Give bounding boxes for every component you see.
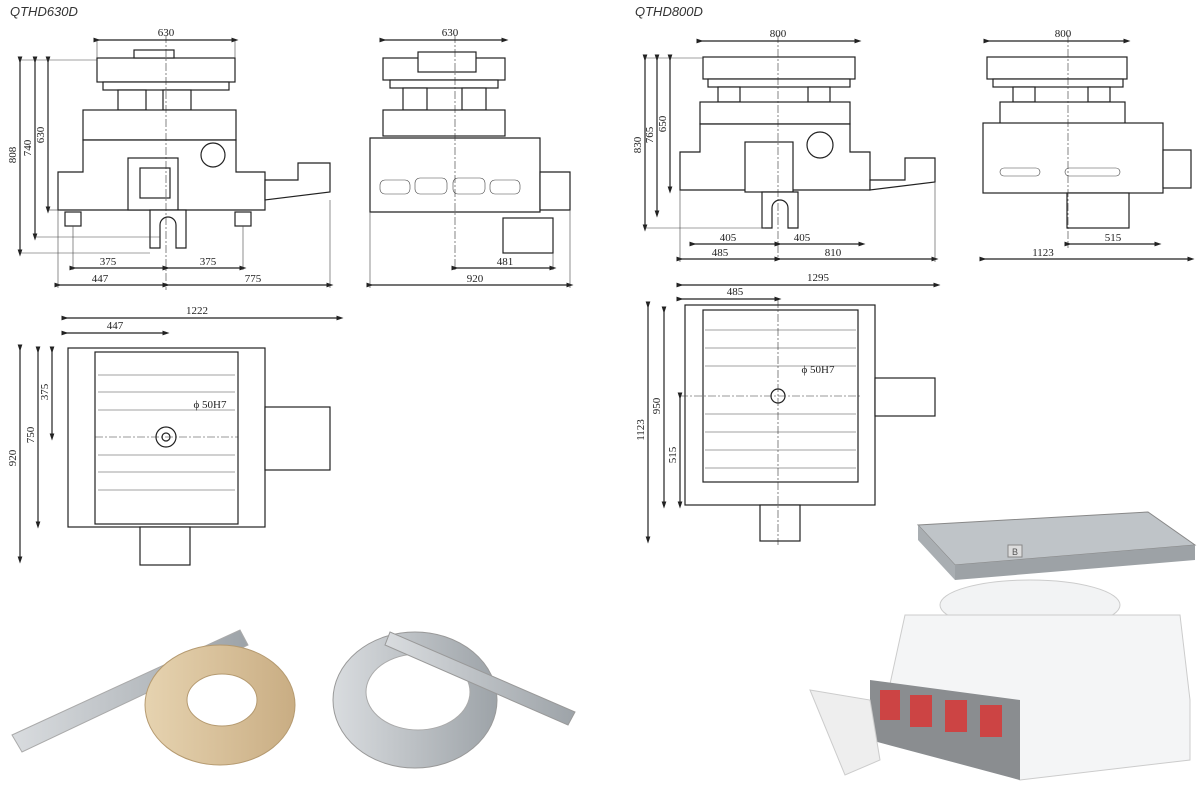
dim-base-left: 447 [92, 273, 109, 285]
dim-overall-depth: 920 [7, 449, 19, 466]
dim-table-width: 800 [770, 28, 787, 40]
dim-rail-right: 405 [794, 232, 811, 244]
dim-table-width: 630 [158, 27, 175, 39]
plan-view-630: 1222 447 920 750 375 ϕ 50H7 [7, 305, 344, 566]
side-view-800: 800 515 1123 [979, 28, 1195, 262]
dim-height-low: 650 [657, 115, 669, 132]
dim-table-width: 800 [1055, 28, 1072, 40]
table-label-b: B [1012, 547, 1018, 557]
side-view-630: 630 481 920 [366, 27, 574, 288]
dim-overall-depth: 1123 [635, 419, 647, 441]
front-view-800: 800 830 765 650 405 405 485 810 [632, 28, 939, 262]
model-title-qthd800d: QTHD800D [635, 4, 703, 19]
dim-center-depth: 515 [667, 446, 679, 463]
dim-rail-right: 375 [200, 256, 217, 268]
worm-gear-photo [11, 629, 576, 769]
dim-height-mid: 740 [22, 139, 34, 156]
dim-motor-offset: 481 [497, 256, 514, 268]
dim-overall-width: 1295 [807, 272, 830, 284]
dim-base-right: 775 [245, 273, 262, 285]
plan-view-800: 1295 485 1123 950 515 ϕ 50H7 [635, 272, 941, 545]
dim-center-offset: 485 [727, 286, 744, 298]
dim-base-right: 810 [825, 247, 842, 259]
model-title-qthd630d: QTHD630D [10, 4, 78, 19]
dim-base-width: 1123 [1032, 247, 1054, 259]
dim-table-depth: 750 [25, 426, 37, 443]
dim-table-width: 630 [442, 27, 459, 39]
rotary-table-photo: B [809, 511, 1197, 781]
dim-height-low: 630 [35, 126, 47, 143]
dim-motor-offset: 515 [1105, 232, 1122, 244]
dim-rail-left: 405 [720, 232, 737, 244]
front-view-630: 630 808 740 630 375 375 447 775 [7, 27, 334, 290]
dim-height-total: 808 [7, 146, 19, 163]
dim-base-left: 485 [712, 247, 729, 259]
dim-height-total: 830 [632, 136, 644, 153]
dim-overall-width: 1222 [186, 305, 208, 317]
dim-base-width: 920 [467, 273, 484, 285]
dim-table-depth: 950 [651, 397, 663, 414]
dim-center-offset: 447 [107, 320, 124, 332]
dim-bore: ϕ 50H7 [802, 364, 835, 376]
dim-rail-left: 375 [100, 256, 117, 268]
dim-center-depth: 375 [39, 383, 51, 400]
dim-bore: ϕ 50H7 [194, 399, 227, 411]
dim-height-mid: 765 [644, 126, 656, 143]
